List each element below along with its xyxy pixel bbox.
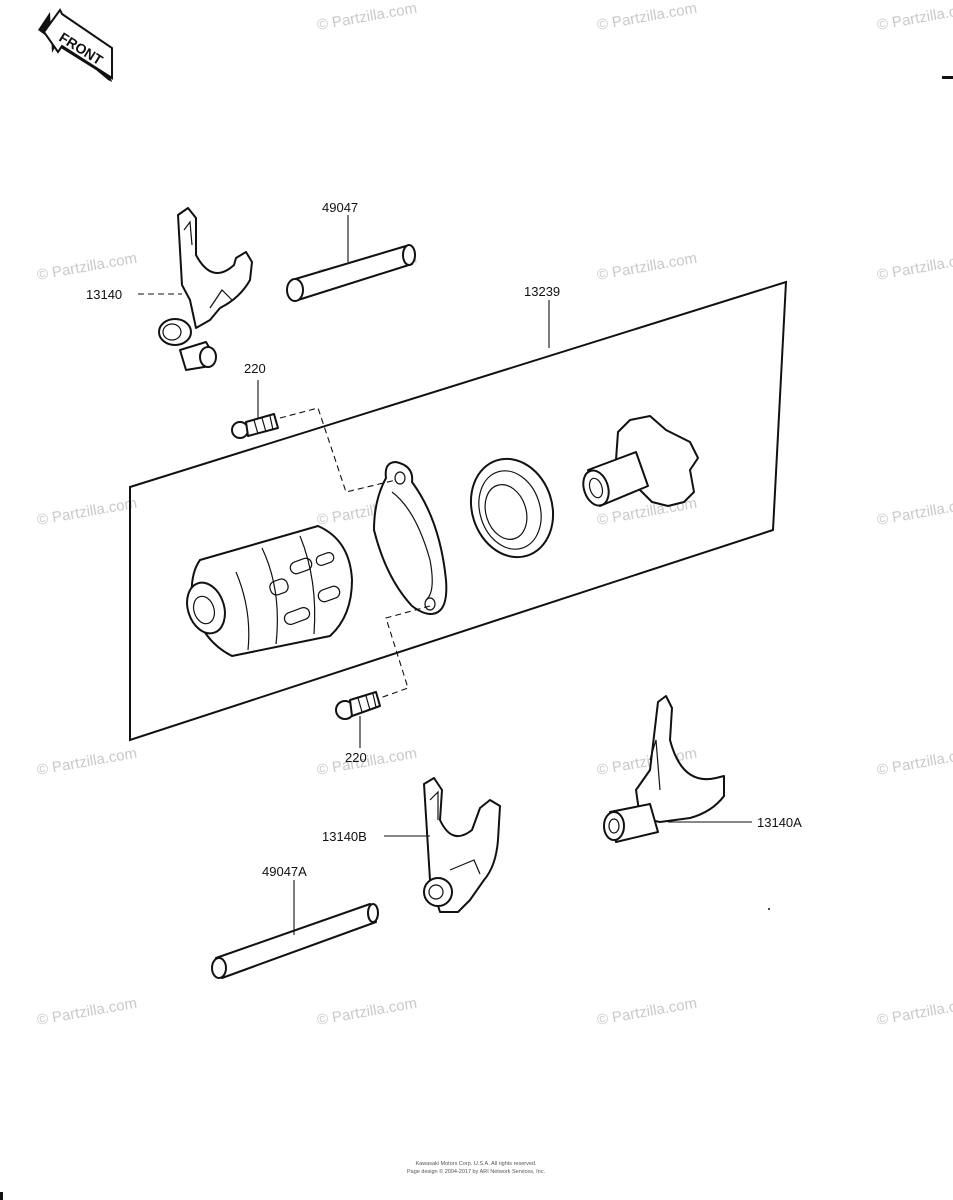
shift-drum-pin-plate[interactable] bbox=[579, 415, 699, 509]
watermark: © Partzilla.com bbox=[876, 250, 953, 284]
label-13239: 13239 bbox=[524, 284, 560, 299]
label-13140A: 13140A bbox=[757, 815, 802, 830]
watermark: © Partzilla.com bbox=[876, 745, 953, 779]
watermark: © Partzilla.com bbox=[36, 250, 138, 284]
label-13140B: 13140B bbox=[322, 829, 367, 844]
watermark: © Partzilla.com bbox=[876, 0, 953, 34]
page-corner-mark bbox=[0, 1192, 3, 1200]
corner-mark bbox=[942, 76, 953, 79]
label-49047A: 49047A bbox=[262, 864, 307, 879]
shift-fork-13140A[interactable] bbox=[603, 695, 725, 843]
ball-bearing[interactable] bbox=[459, 448, 566, 568]
watermark: © Partzilla.com bbox=[596, 995, 698, 1029]
watermark: © Partzilla.com bbox=[316, 995, 418, 1029]
watermark: © Partzilla.com bbox=[596, 250, 698, 284]
footer-line-2: Page design © 2004-2017 by ARI Network S… bbox=[407, 1168, 545, 1175]
shift-drum[interactable] bbox=[181, 525, 353, 657]
footer: Kawasaki Motors Corp. U.S.A. All rights … bbox=[407, 1161, 545, 1175]
shift-fork-13140[interactable] bbox=[158, 207, 253, 371]
front-arrow-icon: FRONT bbox=[38, 8, 113, 82]
leader-lines bbox=[138, 215, 752, 935]
bolt-220-top[interactable] bbox=[231, 413, 279, 439]
part-labels: 13140 49047 13239 220 220 13140B 13140A … bbox=[86, 200, 802, 879]
watermark: © Partzilla.com bbox=[316, 0, 418, 34]
watermark: © Partzilla.com bbox=[36, 995, 138, 1029]
shift-fork-13140B[interactable] bbox=[423, 777, 501, 913]
footer-line-1: Kawasaki Motors Corp. U.S.A. All rights … bbox=[415, 1161, 537, 1167]
watermark: © Partzilla.com bbox=[36, 745, 138, 779]
shift-rod-49047A[interactable] bbox=[211, 903, 379, 979]
label-49047: 49047 bbox=[322, 200, 358, 215]
watermark: © Partzilla.com bbox=[876, 995, 953, 1029]
label-13140: 13140 bbox=[86, 287, 122, 302]
label-220-top: 220 bbox=[244, 361, 266, 376]
label-220-bottom: 220 bbox=[345, 750, 367, 765]
watermark: © Partzilla.com bbox=[36, 495, 138, 529]
watermark: © Partzilla.com bbox=[596, 0, 698, 34]
watermark: © Partzilla.com bbox=[316, 745, 418, 779]
assembly-plate-outline bbox=[129, 280, 788, 742]
watermark: © Partzilla.com bbox=[876, 495, 953, 529]
bolt-220-bottom[interactable] bbox=[335, 691, 381, 720]
shift-rod-49047[interactable] bbox=[286, 244, 416, 302]
stray-dot bbox=[768, 908, 770, 910]
gasket[interactable] bbox=[373, 461, 448, 615]
